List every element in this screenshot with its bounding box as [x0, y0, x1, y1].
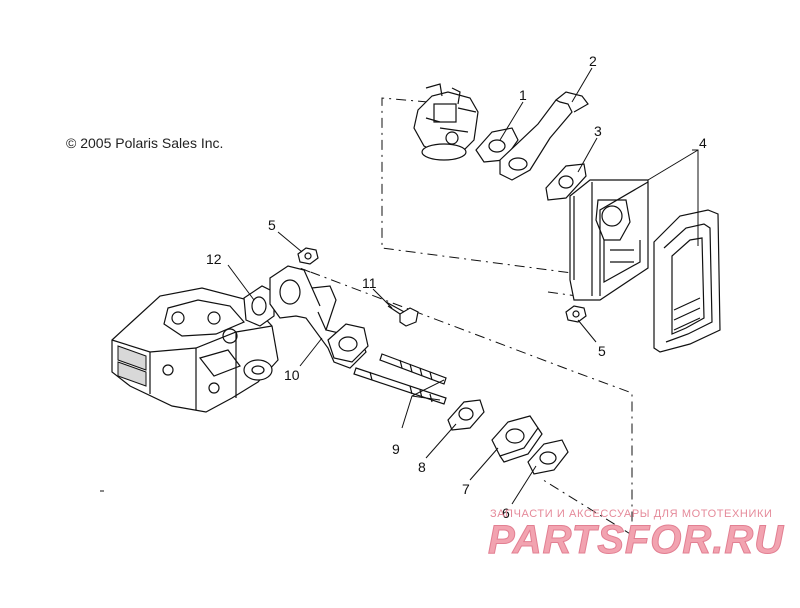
- callout-3: 3: [594, 123, 602, 139]
- bracket-drawing: [499, 91, 589, 181]
- callout-6: 6: [502, 505, 510, 521]
- carburetor-drawing: [413, 83, 479, 161]
- spacer-gasket-drawing: [447, 399, 485, 431]
- callout-5-right: 5: [598, 343, 606, 359]
- callout-5-top: 5: [268, 217, 276, 233]
- bolt-drawing: [385, 301, 419, 327]
- nut-top-drawing: [297, 247, 319, 265]
- carb-spacer-gasket-drawing: [527, 439, 569, 475]
- air-filter-drawing: [653, 209, 721, 353]
- callout-4: 4: [699, 135, 707, 151]
- leader-lines: [227, 67, 699, 505]
- assembly-line-bottom: [299, 267, 633, 536]
- callout-11: 11: [362, 275, 377, 291]
- callout-10: 10: [284, 367, 300, 383]
- callout-8: 8: [418, 459, 426, 475]
- callout-2: 2: [589, 53, 597, 69]
- nut-right-drawing: [565, 305, 587, 323]
- studs-drawing: [353, 353, 447, 405]
- watermark-logo: PARTSFOR.RU: [487, 518, 785, 563]
- air-box-drawing: [569, 179, 649, 301]
- assembly-line-top: [381, 97, 611, 279]
- intake-manifold-drawing: [269, 265, 369, 369]
- air-box-gasket-drawing: [545, 163, 587, 201]
- cylinder-head-drawing: [111, 287, 279, 413]
- copyright-notice: © 2005 Polaris Sales Inc.: [66, 135, 224, 151]
- callout-1: 1: [519, 87, 527, 103]
- callout-7: 7: [462, 481, 470, 497]
- watermark-tagline: ЗАПЧАСТИ И АКСЕССУАРЫ ДЛЯ МОТОТЕХНИКИ: [490, 508, 773, 520]
- callout-12: 12: [206, 251, 222, 267]
- callout-9: 9: [392, 441, 400, 457]
- spacer-drawing: [491, 415, 543, 463]
